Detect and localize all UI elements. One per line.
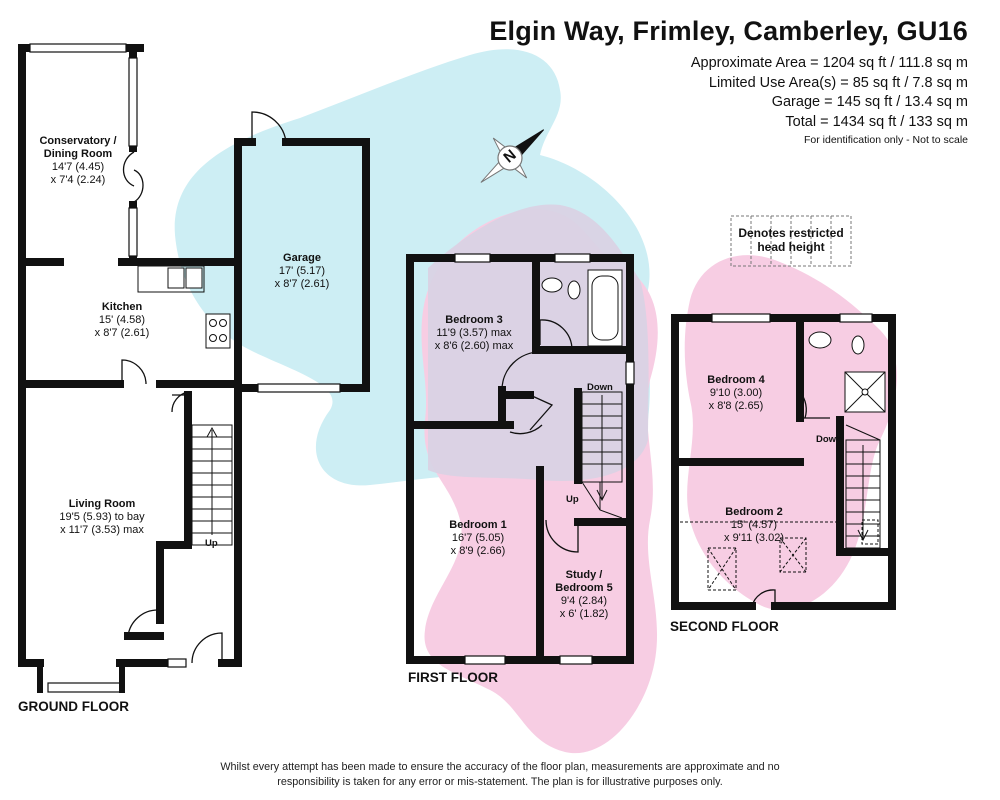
total-area: Total = 1434 sq ft / 133 sq m xyxy=(785,113,968,130)
first-floor-label: FIRST FLOOR xyxy=(408,670,498,685)
ground-stair-up-label: Up xyxy=(205,538,218,549)
room-bedroom-2: Bedroom 2 15' (4.57) x 9'11 (3.02) xyxy=(724,506,784,544)
staircase-ground xyxy=(191,424,233,546)
room-kitchen: Kitchen 15' (4.58) x 8'7 (2.61) xyxy=(94,301,150,339)
windows xyxy=(29,43,873,693)
first-stair-down-label: Down xyxy=(587,382,613,393)
ground-floor-label: GROUND FLOOR xyxy=(18,699,129,714)
pink-blob-second xyxy=(684,255,897,610)
walls xyxy=(18,44,896,667)
area-summary: Approximate Area = 1204 sq ft / 111.8 sq… xyxy=(691,54,968,148)
first-stair-up-label: Up xyxy=(566,494,579,505)
room-study: Study / Bedroom 5 9'4 (2.84) x 6' (1.82) xyxy=(555,569,613,620)
property-title: Elgin Way, Frimley, Camberley, GU16 xyxy=(489,16,968,46)
identification-note: For identification only - Not to scale xyxy=(804,134,968,146)
bathroom-fittings xyxy=(541,269,886,413)
disclaimer-line-2: responsibility is taken for any error or… xyxy=(277,776,723,788)
disclaimer-line-1: Whilst every attempt has been made to en… xyxy=(220,761,780,773)
kitchen-units xyxy=(137,265,231,349)
room-bedroom-4: Bedroom 4 9'10 (3.00) x 8'8 (2.65) xyxy=(707,374,765,412)
legend-text: Denotes restricted head height xyxy=(738,226,844,254)
room-bedroom-3: Bedroom 3 11'9 (3.57) max x 8'6 (2.60) m… xyxy=(434,314,514,352)
room-garage: Garage 17' (5.17) x 8'7 (2.61) xyxy=(274,252,330,290)
room-living: Living Room 19'5 (5.93) to bay x 11'7 (3… xyxy=(59,498,145,536)
second-stair-down-label: Down xyxy=(816,434,842,445)
bay-window xyxy=(37,663,125,693)
roof-windows xyxy=(680,519,879,591)
restricted-height-legend: Denotes restricted head height xyxy=(731,216,851,266)
doors xyxy=(121,111,830,664)
room-conservatory: Conservatory / Dining Room 14'7 (4.45) x… xyxy=(39,135,117,186)
disclaimer: Whilst every attempt has been made to en… xyxy=(0,760,1000,790)
second-floor-label: SECOND FLOOR xyxy=(670,619,779,634)
staircase-first xyxy=(581,391,623,519)
room-bedroom-1: Bedroom 1 16'7 (5.05) x 8'9 (2.66) xyxy=(449,519,507,557)
restricted-height-legend-box xyxy=(730,215,852,267)
approximate-area: Approximate Area = 1204 sq ft / 111.8 sq… xyxy=(690,55,968,71)
garage-area: Garage = 145 sq ft / 13.4 sq m xyxy=(771,94,968,110)
limited-use-area: Limited Use Area(s) = 85 sq ft / 7.8 sq … xyxy=(708,74,968,91)
compass-icon xyxy=(480,129,545,183)
staircase-second xyxy=(845,424,881,549)
